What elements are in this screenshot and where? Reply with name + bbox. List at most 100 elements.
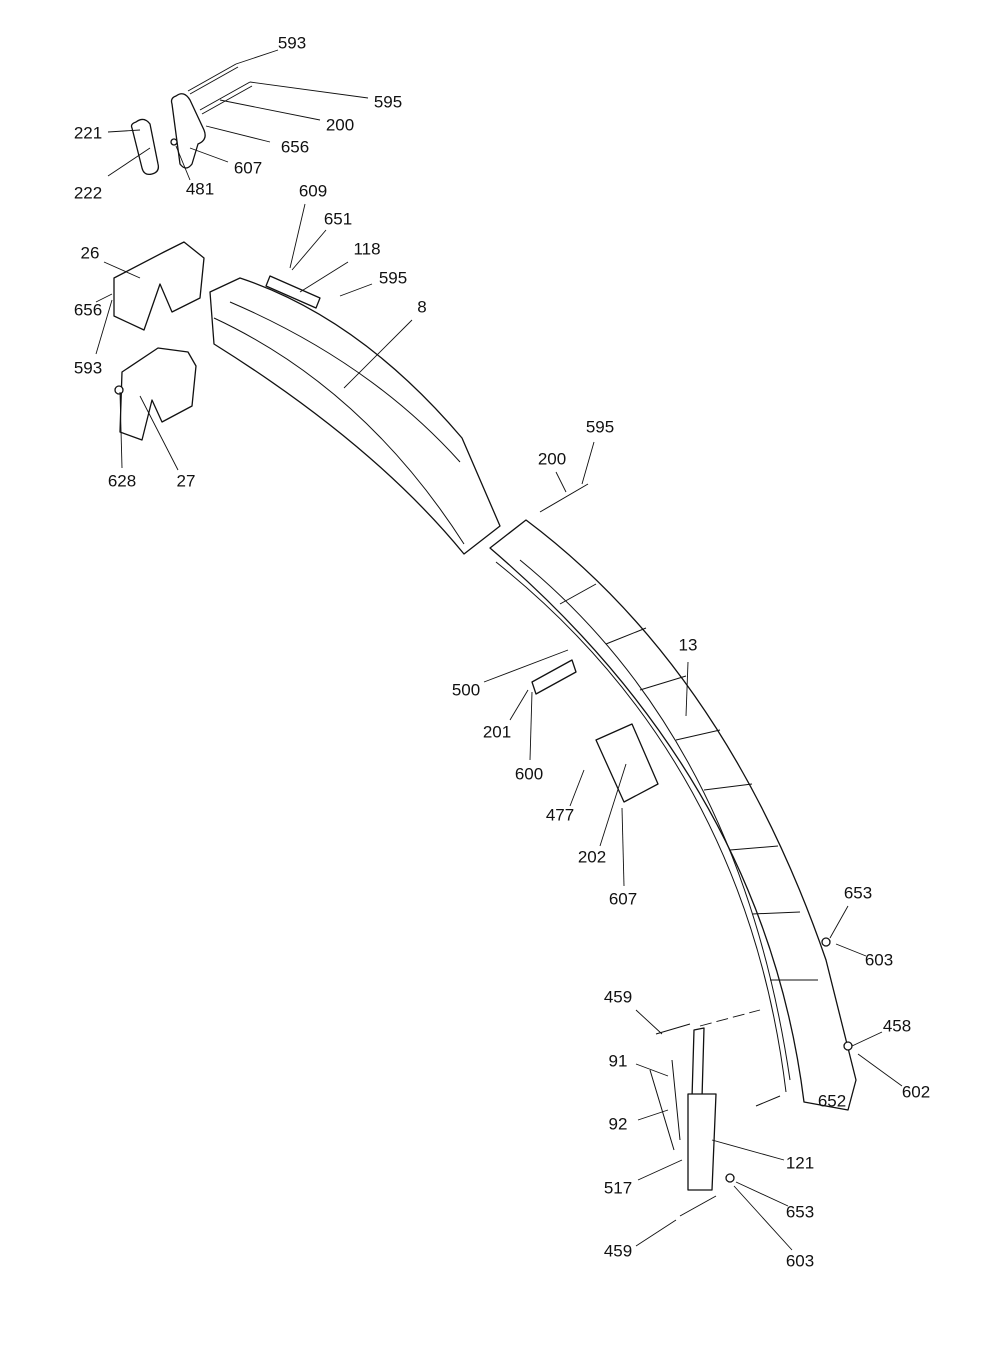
callout-leader-line — [635, 1009, 663, 1035]
callout-leader-line — [635, 1063, 669, 1077]
callout-label: 477 — [546, 805, 574, 824]
callout-leader-line — [95, 293, 113, 303]
callout-leader-line — [529, 691, 533, 761]
part-pin-593-top — [187, 63, 239, 95]
callout-label: 222 — [74, 183, 102, 202]
part-pin-595-top — [199, 81, 253, 115]
part-nut-628 — [114, 385, 124, 395]
callout-label: 656 — [74, 300, 102, 319]
callout-leader-line — [569, 769, 585, 807]
callout-leader-line — [733, 1185, 793, 1251]
part-nut-653 — [821, 937, 831, 947]
part-plate-202 — [595, 723, 659, 803]
callout-label: 656 — [281, 137, 309, 156]
callout-label: 517 — [604, 1178, 632, 1197]
callout-leader-line — [599, 763, 627, 847]
callout-leader-line — [107, 147, 151, 177]
boom-13-segments — [559, 583, 818, 981]
callout-leader-line — [343, 319, 413, 389]
callout-label: 628 — [108, 471, 136, 490]
parts-drawing — [113, 63, 857, 1217]
part-plate-500 — [531, 659, 577, 695]
callout-label: 651 — [324, 209, 352, 228]
callout-label: 459 — [604, 1241, 632, 1260]
callout-label: 481 — [186, 179, 214, 198]
part-pin-459-top — [655, 1023, 691, 1035]
callout-leader-line — [339, 283, 373, 297]
callout-label: 593 — [278, 33, 306, 52]
callout-leader-line — [555, 471, 567, 493]
callout-label: 458 — [883, 1016, 911, 1035]
callout-label: 607 — [234, 158, 262, 177]
callout-leader-line — [205, 125, 271, 143]
callout-label: 653 — [844, 883, 872, 902]
callout-leader-line — [107, 129, 141, 133]
part-hose-92 — [649, 1059, 681, 1151]
callout-leader-line — [119, 391, 123, 469]
callout-leader-line — [851, 1031, 883, 1047]
callout-leader-line — [235, 49, 279, 65]
callout-label: 200 — [538, 449, 566, 468]
part-pin-595-mid — [539, 483, 589, 513]
callout-leader-line — [139, 395, 179, 471]
callout-label: 13 — [679, 635, 698, 654]
part-nut-653-bottom — [725, 1173, 735, 1183]
part-pin-459-bottom — [679, 1195, 717, 1217]
callout-label: 653 — [786, 1202, 814, 1221]
callout-leader-line — [219, 99, 321, 121]
part-cylinder-121 — [691, 1027, 705, 1099]
callout-label: 91 — [609, 1051, 628, 1070]
callout-label: 595 — [379, 268, 407, 287]
callout-label: 26 — [81, 243, 100, 262]
callout-leader-line — [291, 229, 327, 271]
callout-label: 609 — [299, 181, 327, 200]
part-bracket-26 — [113, 241, 205, 331]
callout-label: 500 — [452, 680, 480, 699]
callout-label: 202 — [578, 847, 606, 866]
part-bolt — [755, 1095, 781, 1107]
callout-label: 8 — [417, 297, 426, 316]
callout-leader-line — [621, 807, 625, 887]
callout-label: 607 — [609, 889, 637, 908]
callout-leader-line — [95, 299, 113, 355]
callout-leader-line — [685, 661, 689, 717]
callout-label: 603 — [865, 950, 893, 969]
callout-label: 201 — [483, 722, 511, 741]
part-pin-118 — [265, 275, 321, 309]
callout-label: 459 — [604, 987, 632, 1006]
callout-label: 652 — [818, 1091, 846, 1110]
callout-label: 602 — [902, 1082, 930, 1101]
callout-leader-line — [711, 1139, 785, 1161]
callout-leader-line — [189, 147, 229, 163]
callout-leader-line — [635, 1219, 677, 1247]
part-link-221 — [130, 118, 160, 176]
callout-label: 118 — [353, 239, 380, 258]
callout-leader-line — [637, 1159, 683, 1181]
callout-leader-line — [483, 649, 569, 683]
callout-label: 92 — [609, 1114, 628, 1133]
callout-leader-line — [175, 145, 191, 181]
callout-leader-line — [735, 1181, 789, 1207]
callout-leader-line — [835, 943, 867, 957]
callout-leader-line — [857, 1053, 903, 1087]
part-washer-481 — [170, 138, 178, 146]
callout-leader-line — [637, 1109, 669, 1121]
part-boom-13 — [489, 519, 857, 1111]
callout-leader-line — [249, 81, 369, 99]
part-link-222 — [170, 93, 206, 169]
callout-label: 593 — [74, 358, 102, 377]
callout-label: 595 — [586, 417, 614, 436]
part-boom-8 — [209, 277, 501, 555]
part-bracket-27 — [119, 347, 197, 441]
callout-leader-line — [581, 441, 595, 485]
callout-label: 600 — [515, 764, 543, 783]
callout-label: 603 — [786, 1251, 814, 1270]
callout-label: 595 — [374, 92, 402, 111]
callout-label: 27 — [177, 471, 196, 490]
callout-label: 121 — [786, 1153, 814, 1172]
callout-leader-line — [299, 261, 349, 293]
callout-leader-line — [829, 905, 849, 939]
callout-leader-line — [103, 261, 141, 279]
